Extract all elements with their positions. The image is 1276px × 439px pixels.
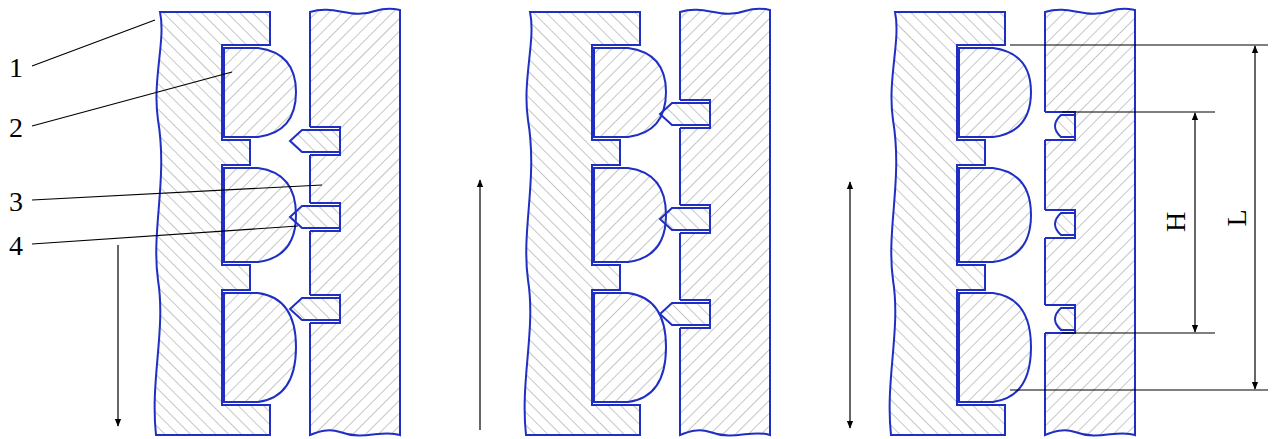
callout-number: 4 bbox=[9, 232, 23, 260]
callout-number: 1 bbox=[9, 54, 23, 82]
motion-arrow bbox=[479, 180, 480, 430]
spring-pins bbox=[959, 48, 1031, 402]
dimension-label: L bbox=[1223, 209, 1251, 226]
callout-number: 3 bbox=[9, 188, 23, 216]
spring-pins bbox=[224, 48, 296, 402]
panel-three bbox=[890, 9, 1135, 436]
locking-pins bbox=[290, 130, 340, 320]
motion-arrow bbox=[117, 245, 118, 426]
callout-number: 2 bbox=[9, 114, 23, 142]
panel-one bbox=[155, 9, 400, 436]
rod-body bbox=[1045, 9, 1135, 436]
locking-pins bbox=[660, 103, 710, 325]
spring-pins bbox=[594, 48, 666, 402]
motion-arrow bbox=[849, 182, 850, 428]
panel-two bbox=[525, 9, 770, 436]
locking-pins bbox=[1055, 115, 1075, 330]
dimension-label: H bbox=[1162, 212, 1190, 232]
leader-lines bbox=[32, 20, 322, 244]
slots bbox=[1043, 112, 1075, 333]
dimension-lines bbox=[1010, 45, 1268, 390]
